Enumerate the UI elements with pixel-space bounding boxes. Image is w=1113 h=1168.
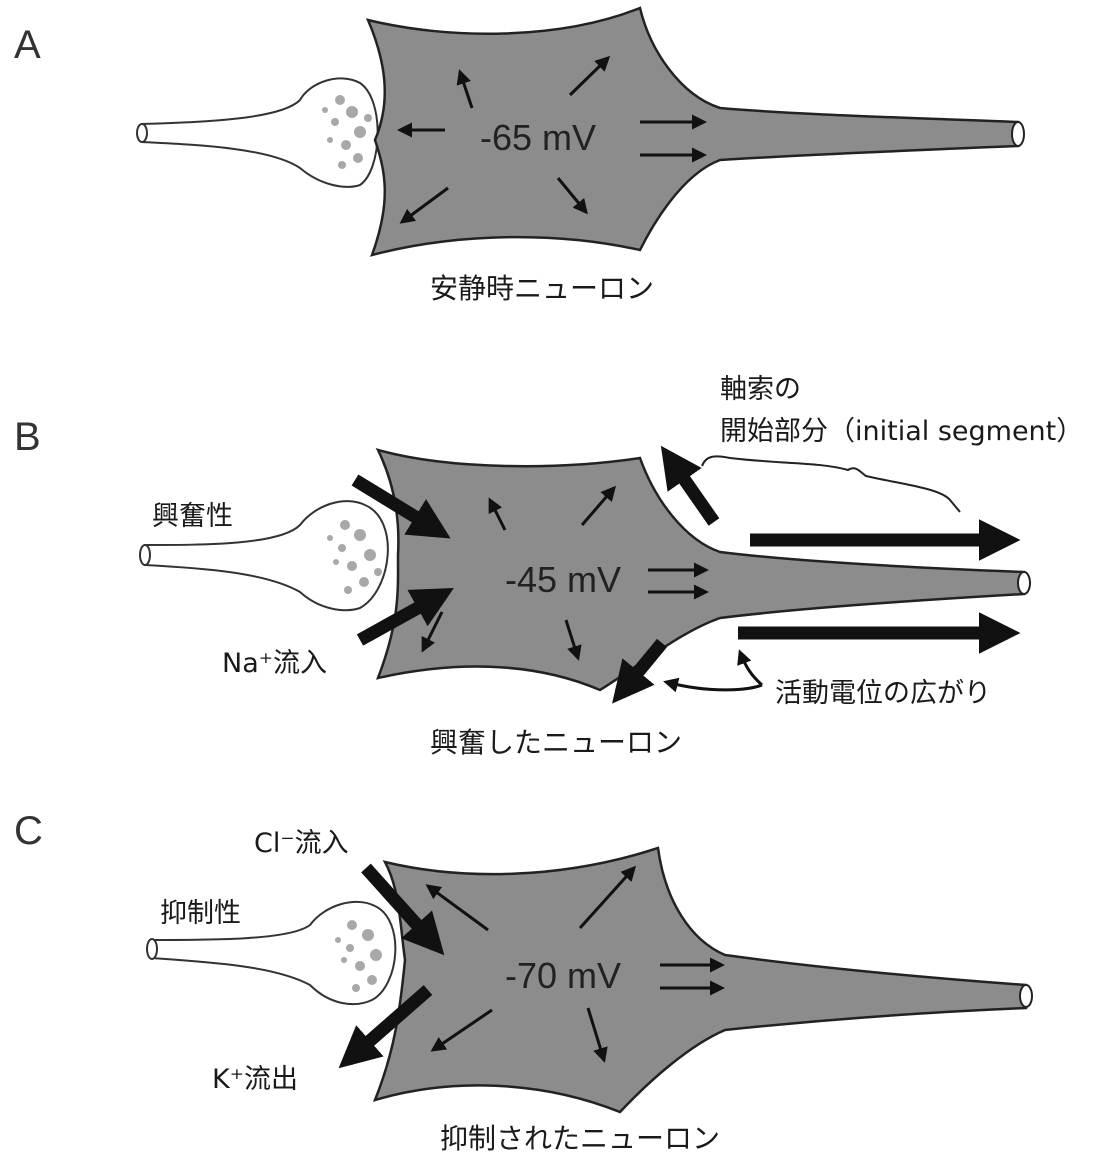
- panel-b-initial-segment-label-1: 軸索の: [720, 374, 801, 405]
- panel-b-spread-label: 活動電位の広がり: [775, 678, 991, 709]
- panel-c-k-efflux-label: K⁺流出: [212, 1064, 298, 1095]
- panel-c-cl-influx-label: Cl⁻流入: [254, 828, 349, 859]
- panel-a-caption: 安静時ニューロン: [430, 272, 654, 305]
- panel-c-membrane-potential: -70 mV: [505, 955, 621, 996]
- panel-b-initial-segment-label-2: 開始部分（initial segment）: [720, 416, 1083, 447]
- panel-b-na-influx-label: Na⁺流入: [222, 648, 327, 679]
- panel-a: A -65 mV 安静時ニューロン: [14, 8, 1024, 305]
- panel-b-letter: B: [14, 415, 41, 459]
- panel-b-excitatory-label: 興奮性: [152, 501, 233, 532]
- panel-c-caption: 抑制されたニューロン: [440, 1122, 720, 1155]
- panel-c: C -70 mV Cl⁻流入: [14, 809, 1032, 1155]
- panel-b-membrane-potential: -45 mV: [505, 559, 621, 600]
- panel-b-initial-segment-brace: [702, 456, 960, 512]
- panel-c-inhibitory-label: 抑制性: [160, 898, 241, 929]
- panel-a-membrane-potential: -65 mV: [480, 117, 596, 158]
- panel-a-neuron-body: [368, 8, 1018, 255]
- panel-a-presynaptic-terminal: [142, 78, 378, 186]
- panel-b-spread-pointers: [666, 652, 762, 690]
- panel-b-caption: 興奮したニューロン: [430, 726, 682, 759]
- panel-c-neuron-body: [375, 848, 1026, 1112]
- panel-a-letter: A: [14, 23, 41, 67]
- panel-c-letter: C: [14, 809, 43, 853]
- panel-b: B -45 mV: [14, 374, 1083, 759]
